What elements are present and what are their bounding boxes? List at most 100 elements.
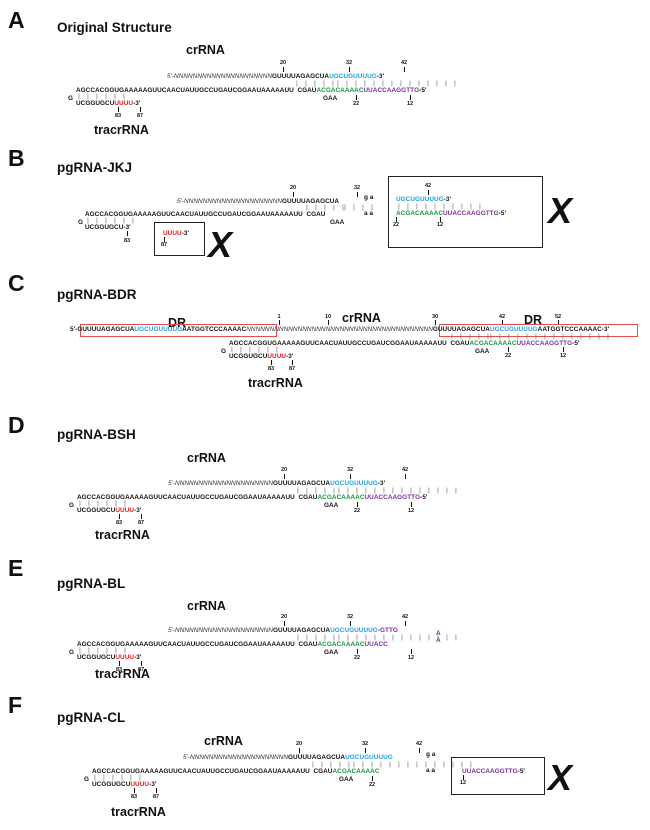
base-pairs: | | | | | | bbox=[78, 500, 128, 507]
panel-letter: B bbox=[8, 145, 25, 171]
tick bbox=[357, 502, 359, 507]
tick bbox=[119, 514, 121, 519]
tick bbox=[404, 67, 406, 72]
position-83: 83 bbox=[130, 794, 138, 800]
tick bbox=[356, 95, 358, 100]
crrna-label: crRNA bbox=[342, 311, 381, 325]
position-83: 83 bbox=[123, 238, 131, 244]
crrna-strand: 5'-NNNNNNNNNNNNNNNNNNNNNGUUUUAGAGCUAUGCU… bbox=[168, 627, 398, 634]
tick bbox=[284, 621, 286, 626]
tick bbox=[119, 661, 121, 666]
tracrrna-bottom: UCGGUGCUUUUU-3' bbox=[92, 781, 157, 788]
panel-letter: F bbox=[8, 692, 23, 718]
tick bbox=[563, 347, 565, 352]
position-87: 87 bbox=[160, 242, 168, 248]
panel-letter: D bbox=[8, 412, 25, 438]
gaa-loop: GAA bbox=[330, 219, 345, 226]
bdr-strand: 5'-GUUUUAGAGCUAUGCUGUUUUGAATGGTCCCAAAACN… bbox=[70, 326, 610, 333]
position-20: 20 bbox=[295, 741, 303, 747]
position-52: 52 bbox=[554, 314, 562, 320]
panel-title: pgRNA-CL bbox=[57, 710, 126, 725]
tick bbox=[463, 775, 465, 780]
base-pairs: | | | | | | | | | | | | | | bbox=[352, 761, 474, 768]
position-20: 20 bbox=[279, 60, 287, 66]
tracrrna-label: tracrRNA bbox=[95, 528, 150, 542]
position-12: 12 bbox=[407, 508, 415, 514]
tick bbox=[140, 107, 142, 112]
base-pairs: | | | | | | | | | | | | | | bbox=[336, 80, 458, 87]
crrna-strand: 5'-NNNNNNNNNNNNNNNNNNNNNGUUUUAGAGCUAUGCU… bbox=[168, 480, 386, 487]
loop-g: G bbox=[68, 95, 74, 102]
tick bbox=[405, 474, 407, 479]
gaa-loop: GAA bbox=[323, 95, 338, 102]
loop-a-top: A bbox=[436, 630, 441, 637]
dr-box-right bbox=[439, 324, 638, 337]
tick bbox=[292, 360, 294, 365]
panel-title: pgRNA-JKJ bbox=[57, 160, 133, 175]
position-87: 87 bbox=[136, 113, 144, 119]
dr-box-left bbox=[80, 324, 277, 337]
tracrrna-strand: AGCCACGGUGAAAAAGUUCAACUAUUGCCUGAUCGGAAUA… bbox=[92, 768, 380, 775]
position-22: 22 bbox=[368, 782, 376, 788]
base-pairs: | | | | | bbox=[296, 634, 337, 641]
position-83: 83 bbox=[115, 520, 123, 526]
position-12: 12 bbox=[407, 655, 415, 661]
removed-repeat-top: UGCUGUUUUG-3' bbox=[396, 196, 452, 203]
base-pairs: | | | | | bbox=[296, 487, 337, 494]
position-42: 42 bbox=[424, 183, 432, 189]
tick bbox=[357, 192, 359, 197]
loop-g: G bbox=[69, 649, 75, 656]
loop-g: G bbox=[221, 348, 227, 355]
position-42: 42 bbox=[401, 614, 409, 620]
position-20: 20 bbox=[280, 467, 288, 473]
base-pairs: | | | | | | bbox=[230, 346, 280, 353]
base-pairs: | | | | | bbox=[450, 333, 491, 340]
panel-title: pgRNA-BL bbox=[57, 576, 126, 591]
position-12: 12 bbox=[559, 353, 567, 359]
tick bbox=[357, 649, 359, 654]
base-pairs: | | | | | | bbox=[78, 647, 128, 654]
removed-terminator-box bbox=[154, 222, 205, 256]
tick bbox=[365, 748, 367, 753]
crrna-label: crRNA bbox=[204, 734, 243, 748]
position-22: 22 bbox=[352, 101, 360, 107]
tetraloop-bottom: a a bbox=[426, 767, 436, 774]
tick bbox=[141, 661, 143, 666]
removed-repeat-box bbox=[388, 176, 543, 248]
crrna-label: crRNA bbox=[186, 43, 225, 57]
tetraloop-top: g a bbox=[364, 194, 374, 201]
tick bbox=[405, 621, 407, 626]
deleted-x-mark: X bbox=[548, 757, 573, 798]
panel-letter: A bbox=[8, 7, 25, 33]
position-32: 32 bbox=[346, 467, 354, 473]
base-pairs: | | | | bbox=[343, 204, 375, 211]
base-pairs: | | | | | bbox=[305, 204, 346, 211]
dr-label-left: DR bbox=[168, 316, 187, 330]
tick bbox=[299, 748, 301, 753]
position-22: 22 bbox=[353, 655, 361, 661]
tracrrna-bottom: UCGGUGCUUUUU-3' bbox=[229, 353, 294, 360]
crrna-strand: 5'-NNNNNNNNNNNNNNNNNNNNNGUUUUAGAGCUAUGCU… bbox=[167, 73, 385, 80]
tick bbox=[118, 107, 120, 112]
tick bbox=[283, 67, 285, 72]
position-42: 42 bbox=[498, 314, 506, 320]
tick bbox=[284, 474, 286, 479]
gaa-loop: GAA bbox=[324, 649, 339, 656]
tick bbox=[508, 347, 510, 352]
position-10: 10 bbox=[324, 314, 332, 320]
tick bbox=[293, 192, 295, 197]
removed-terminator: UUUU-3' bbox=[163, 230, 190, 237]
tracrrna-strand: AGCCACGGUGAAAAAGUUCAACUAUUGCCUGAUCGGAAUA… bbox=[77, 494, 428, 501]
removed-segment-box bbox=[451, 757, 545, 795]
position-22: 22 bbox=[392, 222, 400, 228]
tick bbox=[396, 217, 398, 222]
tracrrna-strand: AGCCACGGUGAAAAAGUUCAACUAUUGCCUGAUCGGAAUA… bbox=[77, 641, 388, 648]
tracrrna-label: tracrRNA bbox=[95, 667, 150, 681]
position-22: 22 bbox=[504, 353, 512, 359]
tick bbox=[350, 474, 352, 479]
crrna-strand: 5'-NNNNNNNNNNNNNNNNNNNNNGUUUUAGAGCUA bbox=[177, 198, 340, 205]
position-32: 32 bbox=[345, 60, 353, 66]
base-pairs: | | | | | | bbox=[77, 93, 127, 100]
gaa-loop: GAA bbox=[339, 776, 354, 783]
position-42: 42 bbox=[400, 60, 408, 66]
